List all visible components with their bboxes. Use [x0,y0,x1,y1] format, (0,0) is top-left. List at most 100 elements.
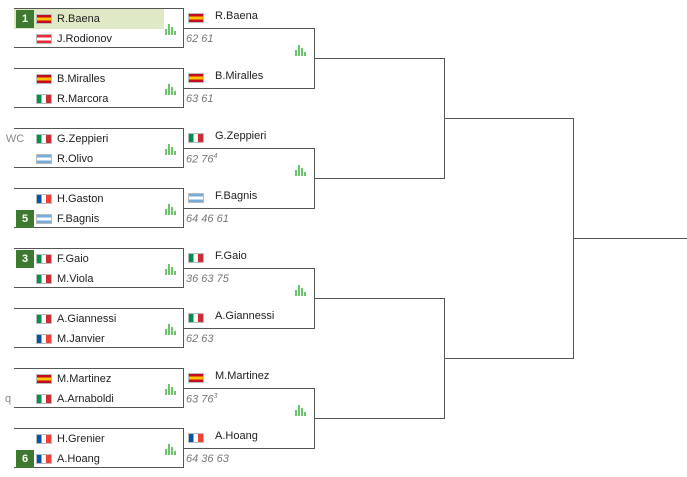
stats-chart-icon[interactable] [165,323,177,335]
score-text: 62 76 [186,153,214,166]
seed-badge: 6 [16,450,34,468]
flag-icon [36,374,52,384]
winner-name[interactable]: F.Gaio [215,250,247,262]
player-name[interactable]: M.Viola [57,273,94,285]
player-row[interactable]: H.Grenier [14,429,164,449]
flag-icon [36,274,52,284]
quarterfinal-connector [444,58,445,179]
player-name[interactable]: M.Janvier [57,333,105,345]
stats-chart-icon[interactable] [165,83,177,95]
flag-icon [188,73,204,83]
player-row[interactable]: R.Marcora [14,89,164,109]
flag-icon [36,454,52,464]
stats-chart-icon[interactable] [165,263,177,275]
flag-icon [36,34,52,44]
winner-name[interactable]: B.Miralles [215,70,264,82]
player-name[interactable]: A.Hoang [57,453,100,465]
player-row[interactable]: M.Martinez [14,369,164,389]
winner-name[interactable]: A.Hoang [215,430,258,442]
round2-connector [314,148,315,209]
stats-chart-icon[interactable] [165,23,177,35]
match-score: 63 61 [186,93,214,105]
score-text: 62 61 [186,33,214,45]
stats-chart-icon[interactable] [295,404,307,416]
stats-chart-icon[interactable] [165,203,177,215]
player-name[interactable]: R.Marcora [57,93,109,105]
round1-match: H.Grenier 6 A.Hoang [14,428,184,468]
stats-chart-icon[interactable] [165,443,177,455]
player-row[interactable]: H.Gaston [14,189,164,209]
seed-badge: 3 [16,250,34,268]
score-text: 36 63 75 [186,273,229,285]
flag-icon [36,434,52,444]
flag-icon [36,74,52,84]
player-name[interactable]: F.Gaio [57,253,89,265]
flag-icon [188,193,204,203]
flag-icon [36,154,52,164]
player-row[interactable]: M.Viola [14,269,164,289]
flag-icon [188,133,204,143]
round2-connector [314,28,315,89]
round2-line [184,148,314,149]
round2-line [184,448,314,449]
flag-icon [36,394,52,404]
flag-icon [36,14,52,24]
winner-name[interactable]: M.Martinez [215,370,270,382]
winner-name[interactable]: G.Zeppieri [215,130,267,142]
winner-name[interactable]: A.Giannessi [215,310,275,322]
player-row[interactable]: 6 A.Hoang [14,449,164,469]
flag-icon [36,134,52,144]
round2-line [184,388,314,389]
stats-chart-icon[interactable] [295,284,307,296]
stats-chart-icon[interactable] [295,44,307,56]
stats-chart-icon[interactable] [165,383,177,395]
flag-icon [188,13,204,23]
flag-icon [36,94,52,104]
winner-name[interactable]: F.Bagnis [215,190,258,202]
player-name[interactable]: H.Gaston [57,193,104,205]
score-text: 63 76 [186,393,214,406]
flag-icon [188,313,204,323]
player-row[interactable]: q A.Arnaboldi [5,389,164,409]
final-line [574,238,687,239]
stats-chart-icon[interactable] [295,164,307,176]
round2-line [184,328,314,329]
player-row[interactable]: R.Olivo [14,149,164,169]
flag-icon [188,433,204,443]
player-name[interactable]: F.Bagnis [57,213,100,225]
player-name[interactable]: R.Olivo [57,153,94,165]
semifinal-line [445,358,573,359]
semifinal-connector [573,118,574,359]
player-name[interactable]: H.Grenier [57,433,105,445]
match-score: 62 61 [186,33,214,45]
player-row[interactable]: B.Miralles [14,69,164,89]
player-row[interactable]: A.Giannessi [14,309,164,329]
flag-icon [36,254,52,264]
stats-chart-icon[interactable] [165,143,177,155]
player-name[interactable]: R.Baena [57,13,100,25]
quarterfinal-line [315,298,445,299]
player-row[interactable]: J.Rodionov [14,29,164,49]
player-row[interactable]: 3 F.Gaio [14,249,164,269]
player-name[interactable]: G.Zeppieri [57,133,109,145]
player-row[interactable]: M.Janvier [14,329,164,349]
player-name[interactable]: A.Arnaboldi [57,393,114,405]
entry-status: q [4,393,12,405]
player-name[interactable]: M.Martinez [57,373,112,385]
player-name[interactable]: B.Miralles [57,73,106,85]
player-name[interactable]: J.Rodionov [57,33,113,45]
round2-line [184,268,314,269]
player-name[interactable]: A.Giannessi [57,313,117,325]
match-score: 36 63 75 [186,273,229,285]
round2-line [184,208,314,209]
winner-name[interactable]: R.Baena [215,10,258,22]
